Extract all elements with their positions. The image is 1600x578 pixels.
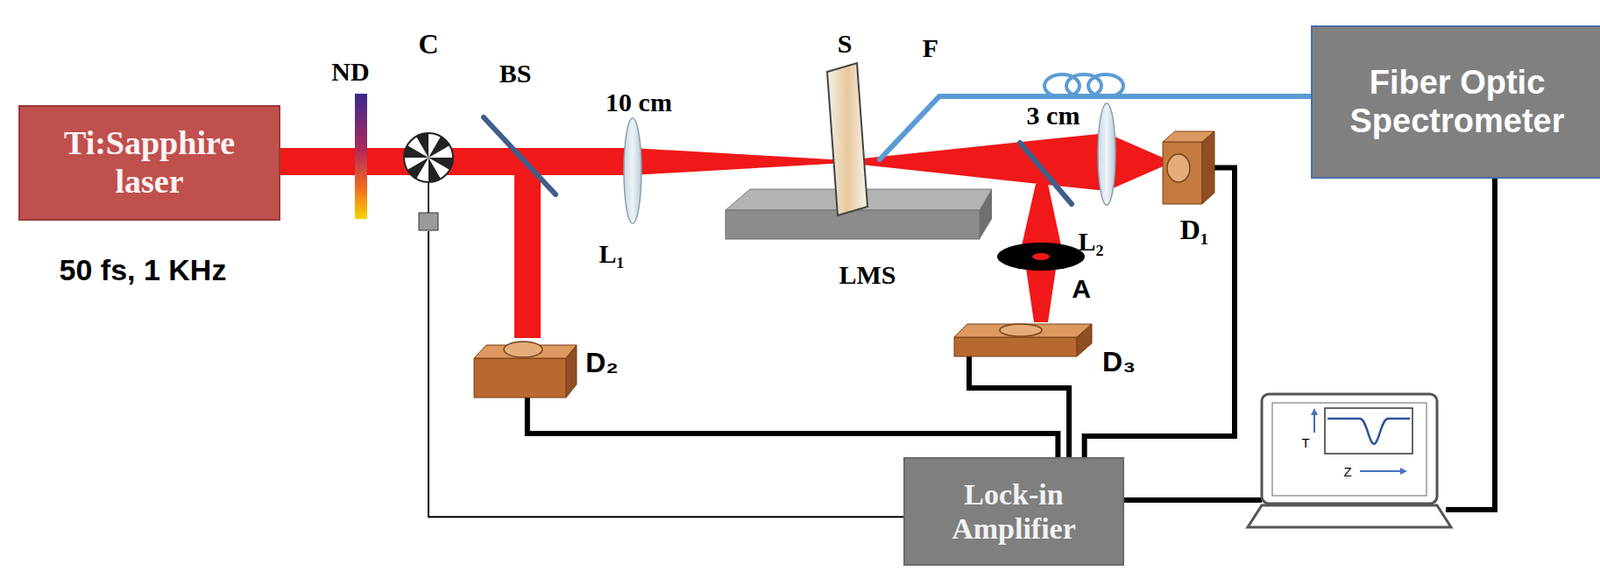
translation-stage: [725, 210, 980, 240]
detector: D₁: [1162, 131, 1215, 205]
detector-body: [566, 345, 577, 398]
laser-beam: [262, 133, 1169, 339]
lens: [1097, 103, 1116, 206]
chopper-wheel: [403, 133, 454, 231]
aperture: [997, 242, 1085, 271]
optical-fiber: [879, 74, 1311, 160]
sample-plate: [827, 63, 868, 216]
detector-body: [1162, 131, 1215, 205]
laptop: [1247, 394, 1452, 528]
axis-label: Z: [1343, 465, 1352, 479]
lens: [623, 103, 1116, 224]
laptop: [1261, 394, 1438, 504]
aperture: [1032, 253, 1050, 261]
laptop: [1272, 403, 1427, 496]
box-label: Ti:Sapphire laser: [20, 124, 279, 201]
laptop: [1324, 408, 1413, 454]
box-label: Lock-in Amplifier: [905, 477, 1123, 546]
detector-body: [1076, 324, 1092, 357]
part-label: D₃: [1102, 347, 1136, 376]
detector: D₂: [474, 336, 577, 398]
translation-stage: [979, 189, 992, 240]
signal-cable: [1445, 178, 1495, 510]
part-label: D₂: [585, 348, 618, 377]
laser-beam: [1038, 133, 1107, 192]
beam-splitter: [483, 117, 556, 195]
signal-cable: [1106, 178, 1495, 510]
laser-beam: [1025, 262, 1057, 323]
part-label: 3 cm: [1026, 102, 1081, 129]
chopper-controller: [418, 212, 439, 231]
beam-splitter: [483, 117, 1072, 205]
nd-filter: [354, 93, 368, 220]
part-label: 10 cm: [605, 89, 673, 116]
laser-beam: [1106, 133, 1169, 192]
detector-body: [954, 324, 1092, 338]
laser-beam: [845, 140, 1039, 185]
part-label: A: [1071, 276, 1091, 303]
laptop: [1310, 408, 1318, 416]
signal-cable: [527, 397, 1059, 458]
detector-body: [954, 324, 1092, 357]
detector: [474, 336, 577, 398]
beam-splitter: [1019, 142, 1072, 205]
chopper: C: [403, 131, 454, 232]
aperture: [997, 242, 1085, 271]
signal-cable: [1106, 497, 1262, 503]
lock-in-amplifier-box: Lock-in Amplifier: [903, 457, 1125, 567]
part-label: C: [417, 29, 439, 58]
part-label: L₁: [598, 240, 624, 268]
detector-body: [474, 341, 577, 398]
laser-beam: [1020, 184, 1062, 250]
detector-body: [1162, 141, 1203, 205]
spectrometer-box: Fiber Optic Spectrometer: [1310, 25, 1600, 179]
signal-cable: [1084, 168, 1235, 459]
part-label: BS: [499, 60, 532, 87]
chopper: [403, 131, 454, 232]
signal-cable: [969, 356, 1070, 458]
laser-beam: [262, 148, 519, 176]
detector: D₃: [954, 321, 1092, 357]
detector: [954, 321, 1092, 357]
detector-window: [999, 324, 1042, 337]
detector: [1162, 131, 1215, 205]
laser-spec: 50 fs, 1 KHz: [59, 254, 227, 285]
part-label: LMS: [838, 261, 896, 289]
laser-box: Ti:Sapphire laser: [18, 105, 281, 221]
chopper-wheel: [403, 133, 454, 183]
laptop: [1327, 418, 1410, 445]
reference-cable: [428, 231, 904, 517]
sample-plate: [827, 63, 868, 216]
chopper-blade: [428, 157, 441, 183]
nd-filter: [354, 93, 368, 220]
laser-beam: [632, 148, 846, 176]
part-label: F: [922, 35, 939, 62]
lens: [623, 118, 642, 224]
optical-fiber: [1088, 74, 1124, 98]
chopper-shaft: [427, 182, 430, 213]
detector-window: [1167, 154, 1190, 183]
optical-fiber: [879, 96, 1311, 160]
laptop: [1400, 467, 1408, 475]
detector-body: [474, 358, 567, 398]
chopper-blade: [407, 157, 429, 179]
detector-body: [954, 337, 1077, 357]
laptop: [1359, 470, 1402, 473]
part-label: ND: [331, 58, 369, 85]
part-label: D₁: [1180, 215, 1210, 244]
chopper-blade: [416, 133, 429, 158]
laptop: [1247, 505, 1452, 528]
chopper-blade: [428, 136, 450, 158]
box-label: Fiber Optic Spectrometer: [1312, 63, 1600, 141]
part-label: L₂: [1077, 228, 1104, 255]
laser-beam: [514, 175, 541, 339]
detector-body: [1202, 131, 1215, 205]
part-label: S: [837, 30, 853, 57]
axis-label: T: [1301, 436, 1310, 450]
detector-window: [503, 341, 543, 358]
